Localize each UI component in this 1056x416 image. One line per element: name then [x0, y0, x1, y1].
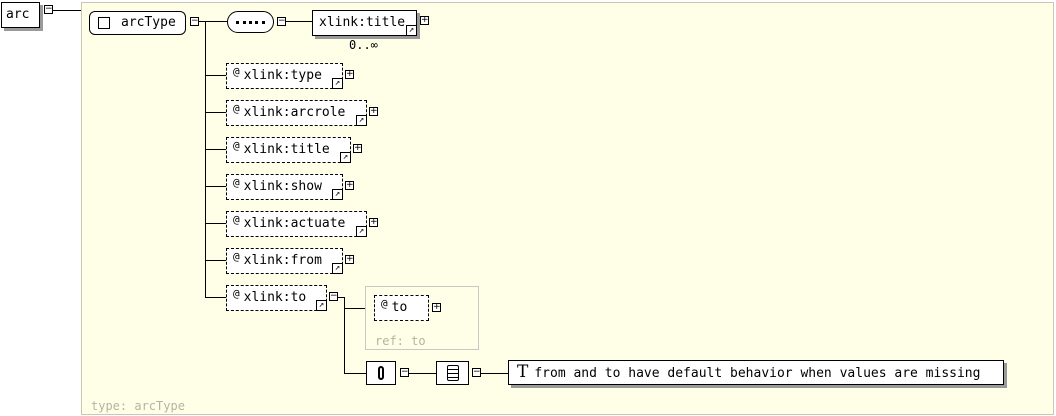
element-xlink-title[interactable]: xlink:title ↗ — [312, 10, 417, 36]
attribute-xlink-title[interactable]: @xlink:title ↗ — [226, 137, 351, 163]
reference-arrow-icon: ↗ — [356, 226, 367, 237]
element-xlink-title-label: xlink:title — [319, 15, 406, 30]
attribute-label: xlink:arcrole — [243, 105, 346, 120]
attribute-to-expand[interactable]: + — [432, 302, 441, 312]
attribute-at-icon: @ — [381, 297, 388, 310]
reference-arrow-icon: ↗ — [406, 25, 417, 36]
complex-type-arctype[interactable]: arcType — [89, 11, 186, 35]
text-type-icon: T — [517, 362, 529, 382]
attribute-xlink-from-expand[interactable]: + — [345, 254, 354, 264]
ref-label: ref: to — [375, 334, 426, 348]
sequence-compositor[interactable] — [227, 11, 274, 33]
attribute-xlink-actuate-expand[interactable]: + — [369, 217, 378, 227]
attribute-xlink-title-expand[interactable]: + — [353, 143, 362, 153]
attribute-xlink-actuate[interactable]: @xlink:actuate ↗ — [226, 211, 367, 237]
annotation-node[interactable] — [366, 361, 396, 385]
complex-type-label: arcType — [121, 15, 176, 30]
attribute-xlink-to-collapse[interactable]: − — [329, 291, 338, 301]
sequence-occurrence: 0..∞ — [349, 38, 378, 52]
attribute-at-icon: @ — [233, 176, 240, 189]
reference-arrow-icon: ↗ — [340, 152, 351, 163]
documentation-node[interactable] — [436, 361, 469, 385]
reference-arrow-icon: ↗ — [356, 115, 367, 126]
complex-type-icon — [98, 17, 110, 29]
documentation-collapse-toggle[interactable]: − — [472, 367, 481, 377]
attribute-label: xlink:from — [243, 253, 322, 268]
attribute-label: xlink:type — [243, 68, 322, 83]
attribute-xlink-show-expand[interactable]: + — [345, 180, 354, 190]
attribute-to[interactable]: @to — [374, 295, 429, 321]
attribute-label: xlink:show — [243, 179, 322, 194]
documentation-text: from and to have default behavior when v… — [534, 366, 981, 381]
attribute-xlink-arcrole-expand[interactable]: + — [369, 106, 378, 116]
attribute-at-icon: @ — [233, 287, 240, 300]
root-element-arc[interactable]: arc — [1, 2, 40, 28]
attribute-at-icon: @ — [233, 65, 240, 78]
attribute-label: xlink:actuate — [243, 216, 346, 231]
attribute-at-icon: @ — [233, 250, 240, 263]
arctype-collapse-toggle[interactable]: − — [190, 16, 199, 26]
attribute-label: xlink:to — [243, 290, 307, 305]
reference-arrow-icon: ↗ — [316, 300, 327, 311]
attribute-at-icon: @ — [233, 139, 240, 152]
attribute-to-label: to — [391, 300, 408, 315]
attribute-at-icon: @ — [233, 102, 240, 115]
annotation-collapse-toggle[interactable]: − — [400, 367, 409, 377]
attribute-xlink-from[interactable]: @xlink:from ↗ — [226, 248, 343, 274]
paperclip-icon — [378, 366, 384, 380]
sequence-collapse-toggle[interactable]: − — [277, 16, 286, 26]
root-element-label: arc — [6, 7, 30, 22]
sequence-icon — [236, 21, 265, 24]
reference-arrow-icon: ↗ — [332, 78, 343, 89]
root-collapse-toggle[interactable]: − — [44, 4, 53, 14]
attribute-label: xlink:title — [243, 142, 330, 157]
attribute-xlink-type[interactable]: @xlink:type ↗ — [226, 63, 343, 89]
attribute-ref-group — [365, 286, 479, 350]
reference-arrow-icon: ↗ — [332, 189, 343, 200]
element-xlink-title-expand[interactable]: + — [420, 15, 429, 25]
type-footer-label: type: arcType — [91, 399, 185, 413]
attribute-xlink-show[interactable]: @xlink:show ↗ — [226, 174, 343, 200]
attribute-xlink-to[interactable]: @xlink:to ↗ — [226, 285, 327, 311]
attribute-xlink-type-expand[interactable]: + — [345, 69, 354, 79]
attribute-xlink-arcrole[interactable]: @xlink:arcrole ↗ — [226, 100, 367, 126]
attribute-at-icon: @ — [233, 213, 240, 226]
reference-arrow-icon: ↗ — [332, 263, 343, 274]
document-scroll-icon — [447, 365, 459, 381]
